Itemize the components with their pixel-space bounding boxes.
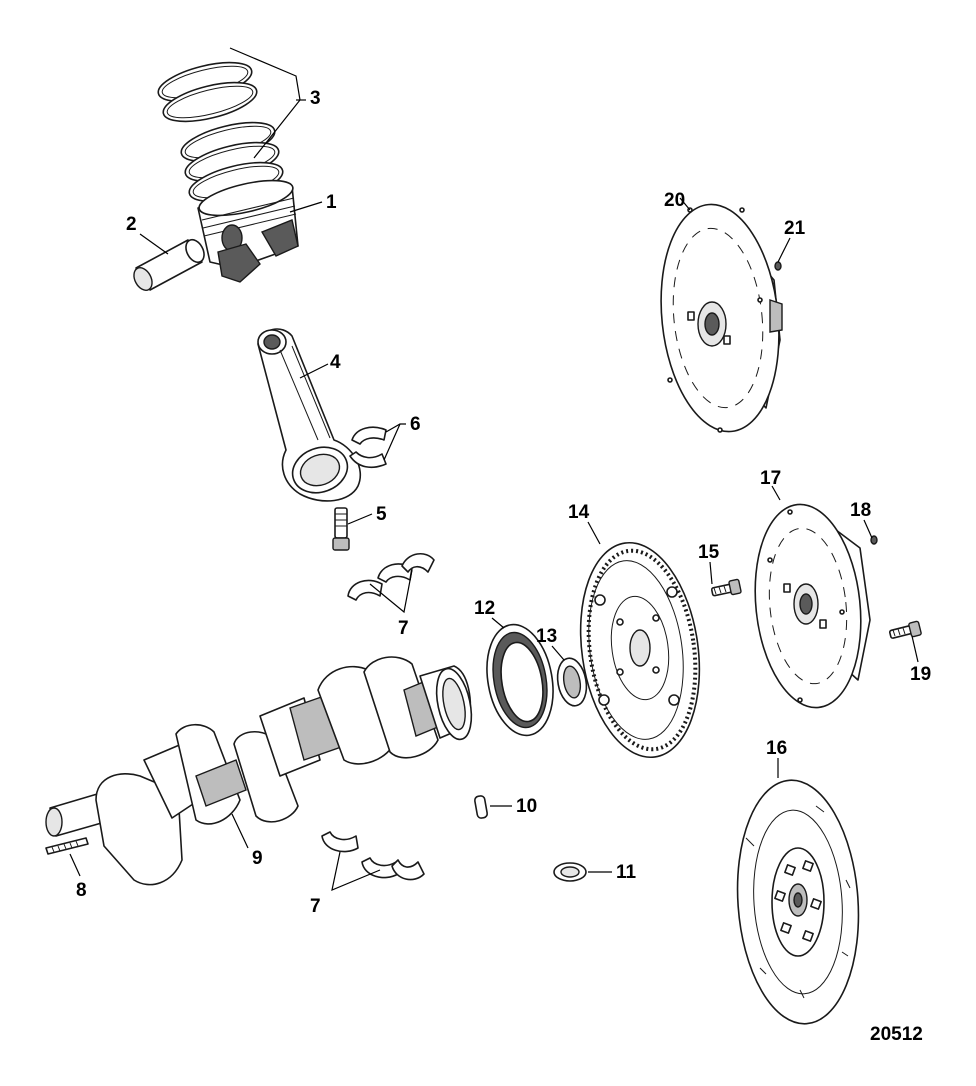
callout-10: 10 xyxy=(516,796,537,817)
damper-nut xyxy=(774,261,782,271)
piston xyxy=(197,179,299,283)
main-bearing-lower xyxy=(321,831,425,881)
flywheel-bolt xyxy=(710,578,742,597)
dowel-pin xyxy=(473,795,489,819)
figure-number: 20512 xyxy=(870,1024,923,1045)
piston-rings xyxy=(157,61,284,203)
callout-9: 9 xyxy=(252,848,263,869)
callout-8: 8 xyxy=(76,880,87,901)
callout-19: 19 xyxy=(910,664,931,685)
callout-1: 1 xyxy=(326,192,337,213)
connecting-rod xyxy=(257,328,362,502)
pilot-bushing xyxy=(556,657,588,707)
drive-plate xyxy=(754,503,871,709)
damper-plate xyxy=(660,203,783,433)
leader-lines xyxy=(69,47,919,891)
callout-11: 11 xyxy=(616,862,637,883)
callout-21: 21 xyxy=(784,218,806,239)
rod-bolt xyxy=(332,507,350,551)
clutch-disc xyxy=(736,779,860,1025)
piston-pin xyxy=(133,238,205,291)
callout-18: 18 xyxy=(850,500,871,521)
rear-main-seal xyxy=(486,623,554,737)
callout-6: 6 xyxy=(410,414,421,435)
flywheel xyxy=(579,541,701,759)
callout-20: 20 xyxy=(664,190,685,211)
drive-plate-nut xyxy=(870,535,878,545)
callout-16: 16 xyxy=(766,738,787,759)
callout-13: 13 xyxy=(536,626,557,647)
callout-14: 14 xyxy=(568,502,590,523)
crank-key xyxy=(45,837,89,855)
callout-12: 12 xyxy=(474,598,495,619)
washer xyxy=(553,862,587,882)
callout-labels: 1 2 3 4 5 6 7 7 8 9 10 11 12 13 14 15 16… xyxy=(76,88,931,917)
callout-17: 17 xyxy=(760,468,781,489)
callout-5: 5 xyxy=(376,504,387,525)
callout-2: 2 xyxy=(126,214,137,235)
rod-bearing xyxy=(349,426,387,469)
callout-7-lower: 7 xyxy=(310,896,321,917)
callout-15: 15 xyxy=(698,542,720,563)
callout-4: 4 xyxy=(330,352,341,373)
callout-3: 3 xyxy=(310,88,321,109)
main-bearing xyxy=(347,553,435,601)
drive-plate-bolt xyxy=(888,620,922,639)
crankshaft xyxy=(45,656,473,886)
callout-7-upper: 7 xyxy=(398,618,409,639)
